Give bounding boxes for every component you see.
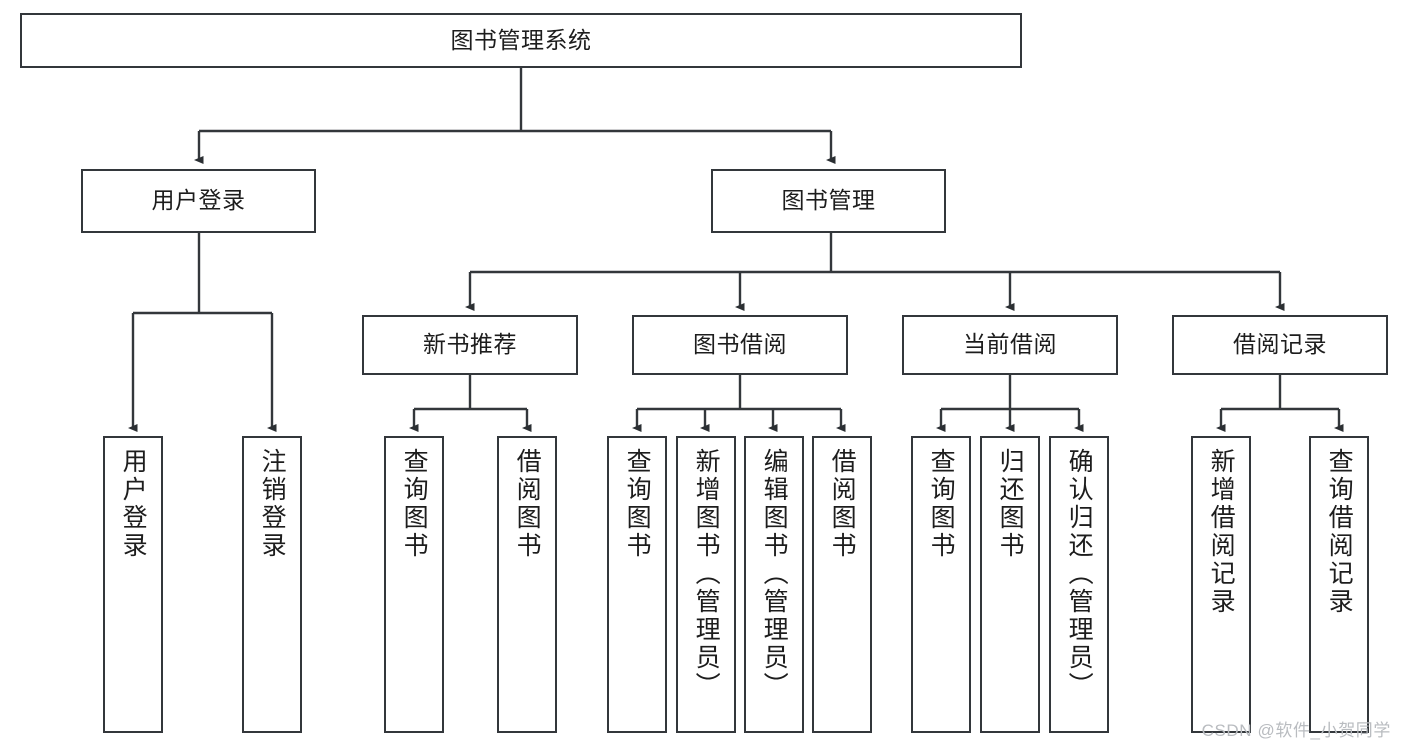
node-label: 当前借阅 bbox=[963, 331, 1057, 358]
leaf-query-book-recommend[interactable]: 查询图书 bbox=[384, 436, 444, 733]
leaf-user-login[interactable]: 用户登录 bbox=[103, 436, 163, 733]
leaf-query-book-borrow[interactable]: 查询图书 bbox=[607, 436, 667, 733]
leaf-borrow-book[interactable]: 借阅图书 bbox=[812, 436, 872, 733]
node-label: 图书管理系统 bbox=[450, 26, 592, 53]
leaf-return-book[interactable]: 归还图书 bbox=[980, 436, 1040, 733]
node-label: 归还图书 bbox=[996, 448, 1025, 560]
watermark-text: CSDN @软件_小贺同学 bbox=[1201, 721, 1391, 740]
node-label: 查询借阅记录 bbox=[1325, 448, 1354, 616]
node-label: 查询图书 bbox=[927, 448, 956, 560]
node-label: 新增图书（管理员） bbox=[692, 448, 721, 700]
node-label: 新书推荐 bbox=[423, 331, 517, 358]
node-label: 查询图书 bbox=[623, 448, 652, 560]
node-label: 用户登录 bbox=[119, 448, 148, 560]
node-label: 图书管理 bbox=[781, 187, 876, 214]
leaf-query-book-current[interactable]: 查询图书 bbox=[911, 436, 971, 733]
node-label: 编辑图书（管理员） bbox=[760, 448, 789, 700]
leaf-confirm-return-admin[interactable]: 确认归还（管理员） bbox=[1049, 436, 1109, 733]
node-label: 查询图书 bbox=[400, 448, 429, 560]
node-label: 确认归还（管理员） bbox=[1065, 448, 1094, 700]
node-current-borrow[interactable]: 当前借阅 bbox=[902, 315, 1118, 375]
node-book-borrow[interactable]: 图书借阅 bbox=[632, 315, 848, 375]
node-borrow-record[interactable]: 借阅记录 bbox=[1172, 315, 1388, 375]
node-root-system[interactable]: 图书管理系统 bbox=[20, 13, 1022, 68]
leaf-add-book-admin[interactable]: 新增图书（管理员） bbox=[676, 436, 736, 733]
node-new-book-recommend[interactable]: 新书推荐 bbox=[362, 315, 578, 375]
node-label: 用户登录 bbox=[151, 187, 246, 214]
node-label: 借阅图书 bbox=[828, 448, 857, 560]
node-label: 图书借阅 bbox=[693, 331, 787, 358]
leaf-borrow-book-recommend[interactable]: 借阅图书 bbox=[497, 436, 557, 733]
node-user-login[interactable]: 用户登录 bbox=[81, 169, 316, 233]
node-label: 新增借阅记录 bbox=[1207, 448, 1236, 616]
node-label: 借阅记录 bbox=[1233, 331, 1327, 358]
leaf-query-borrow-record[interactable]: 查询借阅记录 bbox=[1309, 436, 1369, 733]
node-label: 注销登录 bbox=[258, 448, 287, 560]
leaf-add-borrow-record[interactable]: 新增借阅记录 bbox=[1191, 436, 1251, 733]
leaf-edit-book-admin[interactable]: 编辑图书（管理员） bbox=[744, 436, 804, 733]
leaf-user-logout[interactable]: 注销登录 bbox=[242, 436, 302, 733]
node-label: 借阅图书 bbox=[513, 448, 542, 560]
node-book-management[interactable]: 图书管理 bbox=[711, 169, 946, 233]
